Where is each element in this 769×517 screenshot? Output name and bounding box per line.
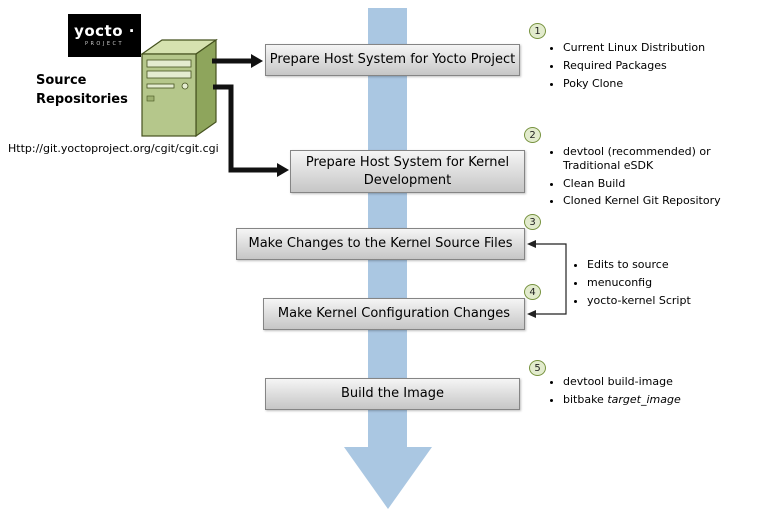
bullet-item: devtool (recommended) or Traditional eSD…	[563, 145, 740, 173]
step-box-build-image: Build the Image	[265, 378, 520, 410]
bullet-item: Cloned Kernel Git Repository	[563, 194, 740, 208]
bullet-list-step5: devtool build-image bitbake target_image	[550, 374, 755, 411]
bullet-item: Current Linux Distribution	[563, 41, 755, 55]
step-box-make-source-changes: Make Changes to the Kernel Source Files	[236, 228, 525, 260]
bullet-list-step1: Current Linux Distribution Required Pack…	[550, 40, 755, 94]
server-icon	[140, 38, 218, 138]
yocto-logo-subtitle: PROJECT	[84, 41, 125, 47]
flow-arrow-head	[344, 447, 432, 509]
yocto-logo-brand: yocto ·	[74, 22, 135, 40]
bracket-arrowhead-step4	[527, 310, 536, 318]
bullet-item: Poky Clone	[563, 77, 755, 91]
arrow-to-step2	[213, 84, 277, 173]
arrow-to-step2-head	[277, 163, 289, 177]
bullet-item: bitbake target_image	[563, 393, 755, 407]
bullet-item: Clean Build	[563, 177, 740, 191]
server-badge	[146, 95, 155, 102]
bullet-item: devtool build-image	[563, 375, 755, 389]
bracket-steps-3-4	[535, 243, 567, 315]
bullet-item: Required Packages	[563, 59, 755, 73]
bracket-arrowhead-step3	[527, 240, 536, 248]
bullet-command-prefix: bitbake	[563, 392, 608, 406]
step-box-make-config-changes: Make Kernel Configuration Changes	[263, 298, 525, 330]
bullet-item: yocto-kernel Script	[587, 294, 744, 308]
step-number-badge-5: 5	[529, 360, 546, 376]
server-power-button	[181, 82, 189, 90]
server-front-face	[141, 53, 197, 137]
repository-url: Http://git.yoctoproject.org/cgit/cgit.cg…	[8, 142, 219, 155]
step-number-badge-4: 4	[524, 284, 541, 300]
step-number-badge-2: 2	[524, 127, 541, 143]
step-number-badge-3: 3	[524, 214, 541, 230]
bullet-item: Edits to source	[587, 258, 744, 272]
yocto-logo: yocto · PROJECT	[68, 14, 141, 57]
server-floppy-slot	[146, 83, 175, 89]
step-box-prepare-host-kernel: Prepare Host System for Kernel Developme…	[290, 150, 525, 193]
bullet-list-steps-3-4: Edits to source menuconfig yocto-kernel …	[574, 257, 744, 311]
server-drive-bay	[146, 70, 192, 79]
step-box-prepare-host-yocto: Prepare Host System for Yocto Project	[265, 44, 520, 76]
source-repositories-label: Source Repositories	[36, 73, 128, 107]
bullet-list-step2: devtool (recommended) or Traditional eSD…	[550, 144, 740, 212]
bullet-item: menuconfig	[587, 276, 744, 290]
server-drive-bay	[146, 59, 192, 68]
step-number-badge-1: 1	[529, 23, 546, 39]
arrow-to-step1-head	[251, 54, 263, 68]
bullet-command-italic-arg: target_image	[607, 392, 681, 406]
